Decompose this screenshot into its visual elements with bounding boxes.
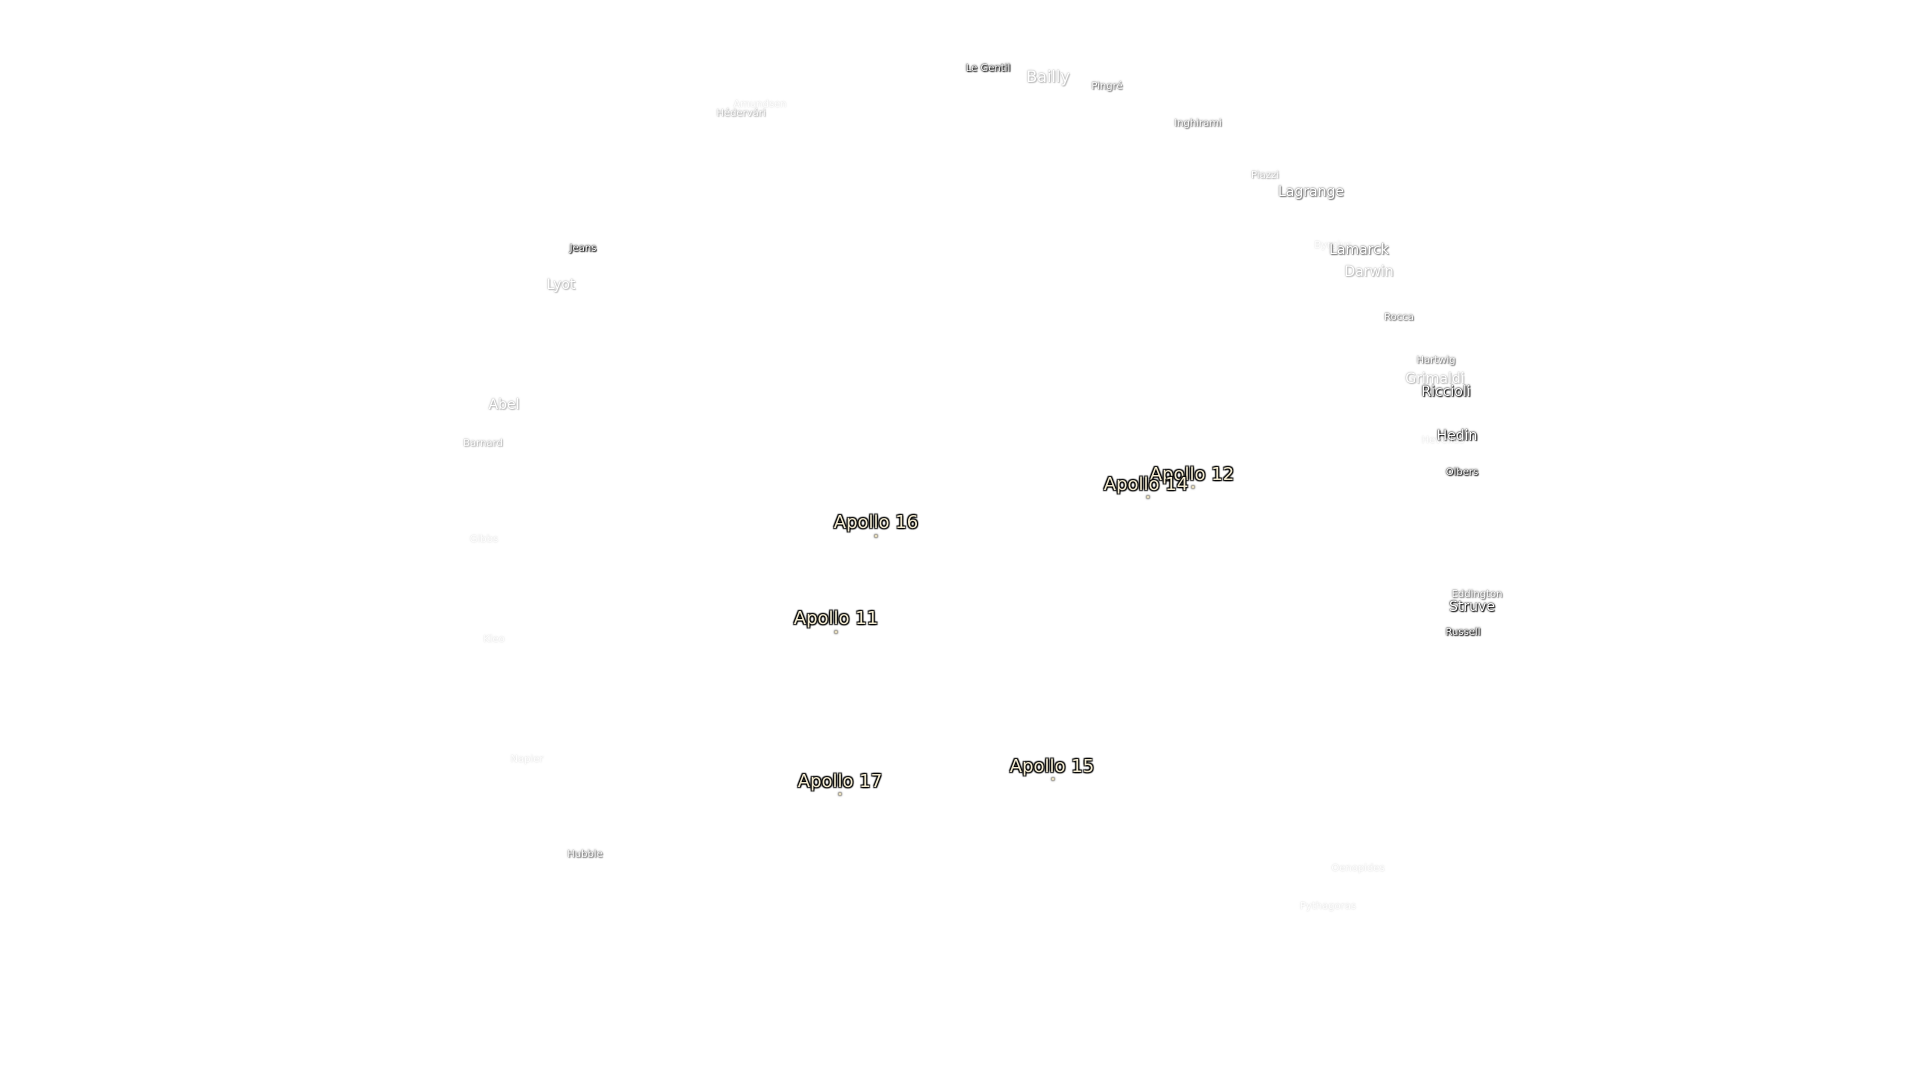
crater-label-darwin: Darwin	[1344, 264, 1394, 280]
crater-label-struve: Struve	[1449, 599, 1495, 615]
apollo-12-label[interactable]: Apollo 12	[1149, 464, 1235, 485]
crater-label-inghirami: Inghirami	[1174, 118, 1222, 129]
crater-label-rocca: Rocca	[1384, 312, 1414, 323]
crater-label-pingre: Pingré	[1091, 81, 1123, 92]
crater-label-olbers: Olbers	[1445, 467, 1479, 478]
crater-label-kleo: Kleo	[483, 634, 505, 645]
crater-label-le-gentil: Le Gentil	[965, 63, 1011, 74]
crater-label-lyot: Lyot	[546, 277, 576, 293]
apollo-15-label[interactable]: Apollo 15	[1009, 756, 1095, 777]
crater-label-hedin: Hedin	[1436, 428, 1478, 444]
crater-label-grimaldi: Grimaldi	[1405, 371, 1465, 387]
crater-label-pythagoras: Pythagoras	[1299, 901, 1357, 912]
crater-label-amundsen: Amundsen	[733, 99, 787, 110]
crater-label-bailly: Bailly	[1026, 67, 1070, 86]
crater-label-barnard: Barnard	[463, 438, 503, 449]
crater-label-gibbs: Gibbs	[469, 534, 499, 545]
apollo-15-site-marker[interactable]	[1051, 777, 1055, 781]
crater-label-hartwig: Hartwig	[1416, 355, 1456, 366]
apollo-11-label[interactable]: Apollo 11	[793, 608, 879, 629]
crater-label-piazzi: Piazzi	[1251, 170, 1279, 181]
crater-label-byrgius: Byrgius	[1314, 240, 1352, 251]
crater-label-lagrange: Lagrange	[1278, 184, 1344, 200]
crater-label-abel: Abel	[488, 397, 520, 413]
crater-label-hevelius: Hevelius	[1421, 435, 1465, 446]
apollo-14-label[interactable]: Apollo 14	[1103, 474, 1189, 495]
crater-label-russell: Russell	[1445, 627, 1481, 638]
apollo-11-site-marker[interactable]	[834, 630, 838, 634]
crater-label-eddington: Eddington	[1451, 589, 1503, 600]
crater-label-riccioli: Riccioli	[1421, 384, 1471, 400]
apollo-16-site-marker[interactable]	[874, 534, 878, 538]
crater-label-napier: Napier	[510, 754, 544, 765]
crater-label-jeans: Jeans	[569, 243, 597, 254]
crater-label-hubble: Hubble	[567, 849, 603, 860]
crater-label-lamarck: Lamarck	[1329, 242, 1389, 258]
apollo-14-site-marker[interactable]	[1146, 495, 1150, 499]
apollo-17-label[interactable]: Apollo 17	[797, 771, 883, 792]
apollo-12-site-marker[interactable]	[1191, 485, 1195, 489]
crater-label-oenopides: Oenopides	[1331, 863, 1385, 874]
crater-label-hedervari: Hédervári	[716, 108, 766, 119]
apollo-17-site-marker[interactable]	[838, 792, 842, 796]
apollo-16-label[interactable]: Apollo 16	[833, 512, 919, 533]
